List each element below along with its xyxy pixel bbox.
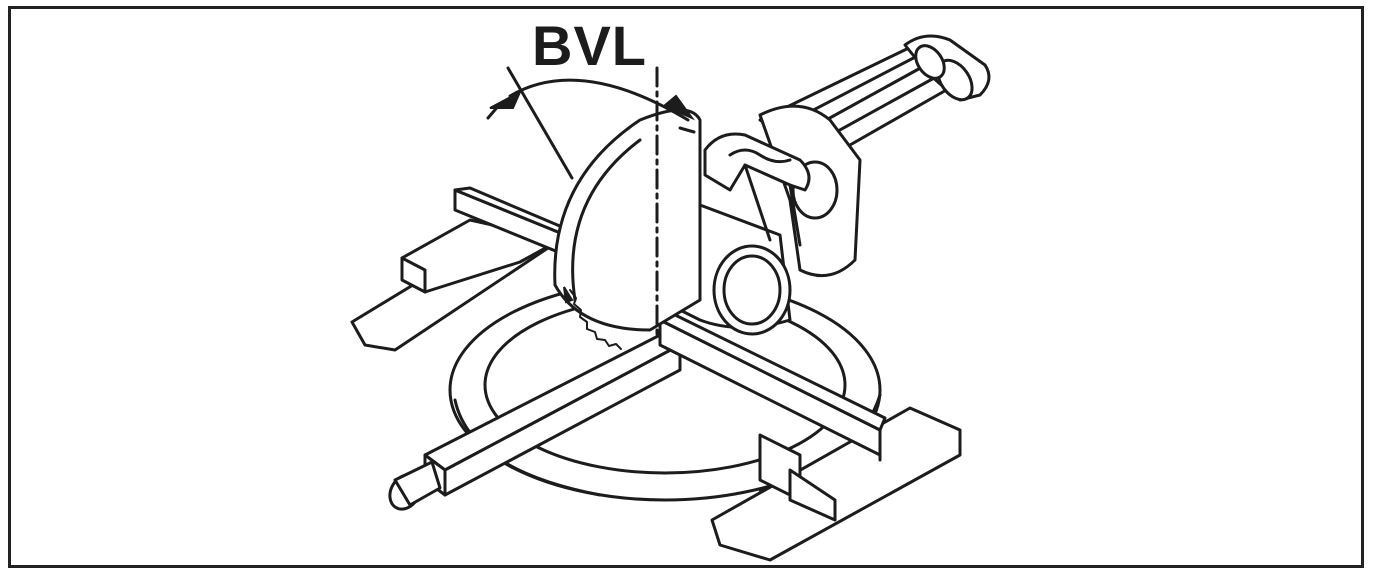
arc-arrow-tail-left [486, 102, 502, 120]
saw-handle [703, 132, 811, 247]
left-table-extension [350, 186, 602, 352]
fence-bar-right [658, 308, 887, 457]
arc-arrow-right [662, 94, 695, 121]
bevel-label: BVL [532, 14, 647, 77]
bevel-reference-line [506, 66, 574, 180]
arc-arrow-tail-right [678, 126, 696, 134]
bevel-angle-arc [508, 78, 690, 122]
right-table-extension [710, 406, 962, 562]
arc-arrow-left [489, 89, 523, 109]
fence-bar [388, 333, 682, 511]
